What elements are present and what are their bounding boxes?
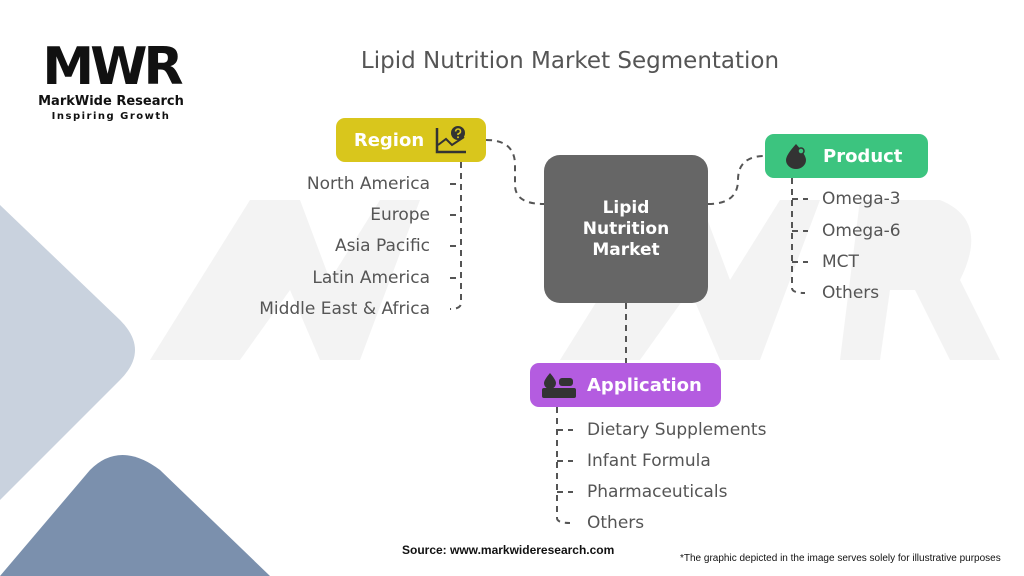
region-item: North America bbox=[306, 174, 430, 194]
application-node: Application bbox=[530, 363, 721, 407]
product-item: MCT bbox=[822, 252, 859, 272]
page-title: Lipid Nutrition Market Segmentation bbox=[360, 48, 780, 74]
region-item: Middle East & Africa bbox=[259, 299, 430, 319]
product-item: Omega-6 bbox=[822, 221, 901, 241]
application-item: Dietary Supplements bbox=[587, 420, 767, 440]
product-node: Product bbox=[765, 134, 928, 178]
application-label: Application bbox=[587, 374, 702, 396]
brand-logo: MWR MarkWide Research Inspiring Growth bbox=[36, 40, 186, 123]
bg-shape-dark bbox=[0, 455, 270, 576]
region-item: Europe bbox=[370, 205, 430, 225]
connectors bbox=[449, 139, 808, 524]
center-label-line: Nutrition bbox=[582, 218, 670, 239]
application-item: Pharmaceuticals bbox=[587, 482, 728, 502]
region-label: Region bbox=[353, 129, 425, 151]
disclaimer-text: *The graphic depicted in the image serve… bbox=[680, 553, 1001, 564]
region-item: Asia Pacific bbox=[334, 236, 430, 256]
application-item: Others bbox=[587, 513, 645, 533]
application-item: Infant Formula bbox=[587, 451, 711, 471]
center-label-line: Market bbox=[592, 239, 660, 260]
product-label: Product bbox=[823, 145, 903, 167]
center-label-line: Lipid bbox=[602, 197, 650, 218]
product-item: Omega-3 bbox=[822, 189, 901, 209]
logo-mark: MWR bbox=[42, 37, 183, 97]
droplet-icon bbox=[786, 144, 806, 169]
source-text: Source: www.markwideresearch.com bbox=[402, 543, 615, 557]
product-item: Others bbox=[822, 283, 880, 303]
region-node: Region bbox=[336, 118, 486, 162]
region-item: Latin America bbox=[312, 268, 430, 288]
supplement-icon bbox=[542, 373, 576, 398]
chart-question-icon bbox=[435, 126, 467, 154]
brand-name: MarkWide Research bbox=[38, 94, 184, 109]
brand-tagline: Inspiring Growth bbox=[51, 111, 171, 122]
bg-shape-light bbox=[0, 205, 135, 500]
